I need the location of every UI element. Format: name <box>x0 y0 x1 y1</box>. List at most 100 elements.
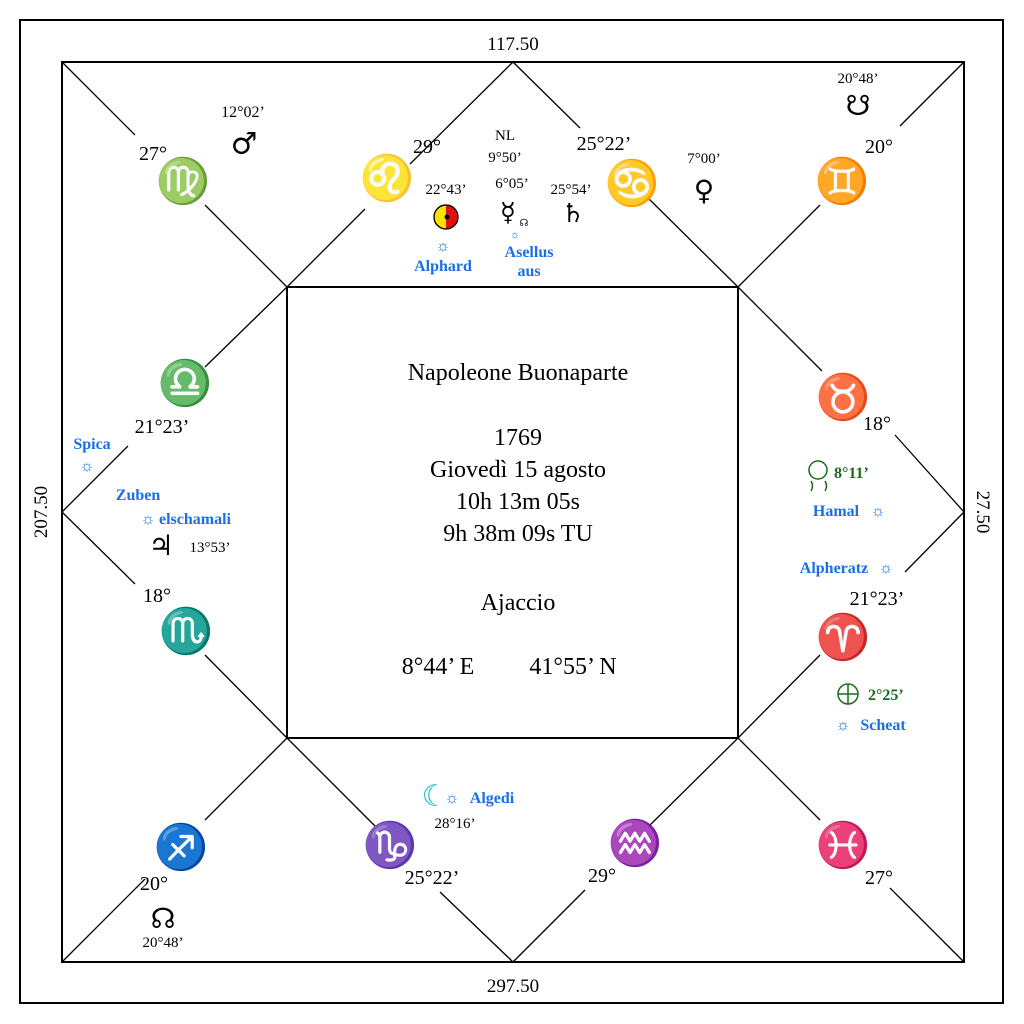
new-lunation-label: NL <box>495 128 515 144</box>
part-of-fortune-icon <box>837 683 859 705</box>
gemini-icon: ♊ <box>815 156 870 207</box>
right-house-top-a <box>737 286 823 372</box>
diag-tl-a <box>61 61 136 136</box>
north-node-position: 20°48’ <box>143 935 184 951</box>
saturn-icon: ♄ <box>561 199 584 229</box>
alphard-star-icon: ☼ <box>436 238 451 255</box>
right-house-top-b <box>894 434 965 513</box>
spica-label: Spica <box>73 436 110 453</box>
diag-tr-a <box>899 61 965 127</box>
aries-icon: ♈ <box>816 612 871 663</box>
center-info: Napoleone Buonaparte 1769 Giovedì 15 ago… <box>402 360 629 680</box>
zuben-star-icon: ☼ <box>141 511 156 528</box>
cusp-gemini: 20° <box>865 136 893 158</box>
sagittarius-icon: ♐ <box>154 822 209 873</box>
alpheratz-label: Alpheratz <box>800 560 868 577</box>
sun-position: 22°43’ <box>426 182 467 198</box>
mercury-icon: ☿ <box>500 198 516 228</box>
virgo-icon: ♍ <box>156 156 211 207</box>
top-house-left-a <box>286 208 366 288</box>
asellus-star-icon: ☼ <box>510 229 520 241</box>
right-house-bottom-a <box>904 511 965 573</box>
cancer-icon: ♋ <box>605 158 660 209</box>
south-node-icon: ☋ <box>846 89 871 122</box>
diag-br-b <box>737 737 821 821</box>
edge-top-value: 117.50 <box>487 34 539 55</box>
cusp-scorpio: 18° <box>143 585 171 607</box>
native-name: Napoleone Buonaparte <box>408 360 629 386</box>
lilith-icon <box>808 460 828 492</box>
zodiac-signs: ♍ ♌ ♋ ♊ ♉ ♈ ♓ ♒ ♑ ♐ ♏ ♎ <box>154 153 871 873</box>
spica-star-icon: ☼ <box>80 458 95 475</box>
cusp-cancer: 25°22’ <box>577 133 632 155</box>
moon-icon: ☾ <box>422 779 449 814</box>
diag-bl-b <box>204 737 288 821</box>
north-node-icon: ☊ <box>151 902 176 935</box>
longitude: 8°44’ E <box>402 654 474 680</box>
mars-icon: ♂ <box>231 127 258 162</box>
cusp-capricorn: 25°22’ <box>405 867 460 889</box>
lilith-position: 8°11’ <box>834 465 869 482</box>
cusp-leo: 29° <box>413 136 441 158</box>
venus-position: 7°00’ <box>687 151 721 167</box>
scorpio-icon: ♏ <box>159 606 214 657</box>
cusp-aries: 21°23’ <box>850 588 905 610</box>
jupiter-icon: ♃ <box>148 529 173 562</box>
diag-tr-b <box>737 204 821 288</box>
birth-date: Giovedì 15 agosto <box>430 457 606 483</box>
left-house-bottom-b <box>204 654 288 739</box>
venus-icon: ♀ <box>694 174 714 207</box>
bottom-house-left-b <box>439 891 514 963</box>
cusp-degrees: 27° 29° 25°22’ 20° 18° 21°23’ 27° 29° 25… <box>135 133 905 895</box>
bottom-house-left-a <box>286 737 376 827</box>
new-lunation-position: 9°50’ <box>488 150 522 166</box>
diag-tl-b <box>204 204 288 288</box>
cusp-libra: 21°23’ <box>135 416 190 438</box>
algedi-star-icon: ☼ <box>445 790 460 807</box>
asellus-label-line2: aus <box>517 263 540 280</box>
pisces-icon: ♓ <box>816 820 871 871</box>
edge-bottom-value: 297.50 <box>487 976 539 997</box>
center-square <box>286 286 739 739</box>
birth-place: Ajaccio <box>481 590 556 616</box>
capricorn-icon: ♑ <box>363 820 418 871</box>
diag-bl-a <box>61 878 146 963</box>
alpheratz-star-icon: ☼ <box>879 560 894 577</box>
latitude: 41°55’ N <box>529 654 616 680</box>
alphard-label: Alphard <box>414 258 472 275</box>
hamal-label: Hamal <box>813 503 860 520</box>
top-house-left-b <box>409 61 514 165</box>
part-of-fortune-position: 2°25’ <box>868 687 904 704</box>
bottom-house-right-a <box>512 889 586 963</box>
zuben-label-line1: Zuben <box>116 487 161 504</box>
left-house-top-b <box>204 286 288 368</box>
cusp-aquarius: 29° <box>588 865 616 887</box>
cusp-taurus: 18° <box>863 413 891 435</box>
mars-position: 12°02’ <box>221 104 265 121</box>
left-house-top-a <box>61 445 129 513</box>
top-house-right-a <box>512 61 581 129</box>
zuben-label-line2: elschamali <box>159 511 232 528</box>
mercury-position: 6°05’ <box>495 176 529 192</box>
fixed-stars: ☼ Alphard ☼ Asellus aus Spica ☼ Zuben ☼ … <box>73 229 906 807</box>
bottom-house-right-b <box>644 737 739 831</box>
cusp-virgo: 27° <box>139 143 167 165</box>
edge-right-value: 27.50 <box>972 491 993 534</box>
hamal-star-icon: ☼ <box>871 503 886 520</box>
libra-icon: ♎ <box>158 358 213 409</box>
scheat-label: Scheat <box>860 717 906 734</box>
saturn-position: 25°54’ <box>551 182 592 198</box>
birth-year: 1769 <box>494 425 542 451</box>
right-house-bottom-b <box>737 654 821 739</box>
south-node-position: 20°48’ <box>838 71 879 87</box>
house-lines <box>61 61 965 963</box>
aquarius-icon: ♒ <box>608 818 663 869</box>
node-small-icon: ☊ <box>520 218 529 229</box>
moon-position: 28°16’ <box>435 816 476 832</box>
sun-icon <box>433 204 459 230</box>
diag-br-a <box>889 887 965 963</box>
cusp-pisces: 27° <box>865 867 893 889</box>
left-house-bottom-a <box>61 511 136 585</box>
planets: 12°02’ ♂ 22°43’ NL 9°50’ 6°05’ ☿ ☊ 25°54… <box>143 71 904 951</box>
